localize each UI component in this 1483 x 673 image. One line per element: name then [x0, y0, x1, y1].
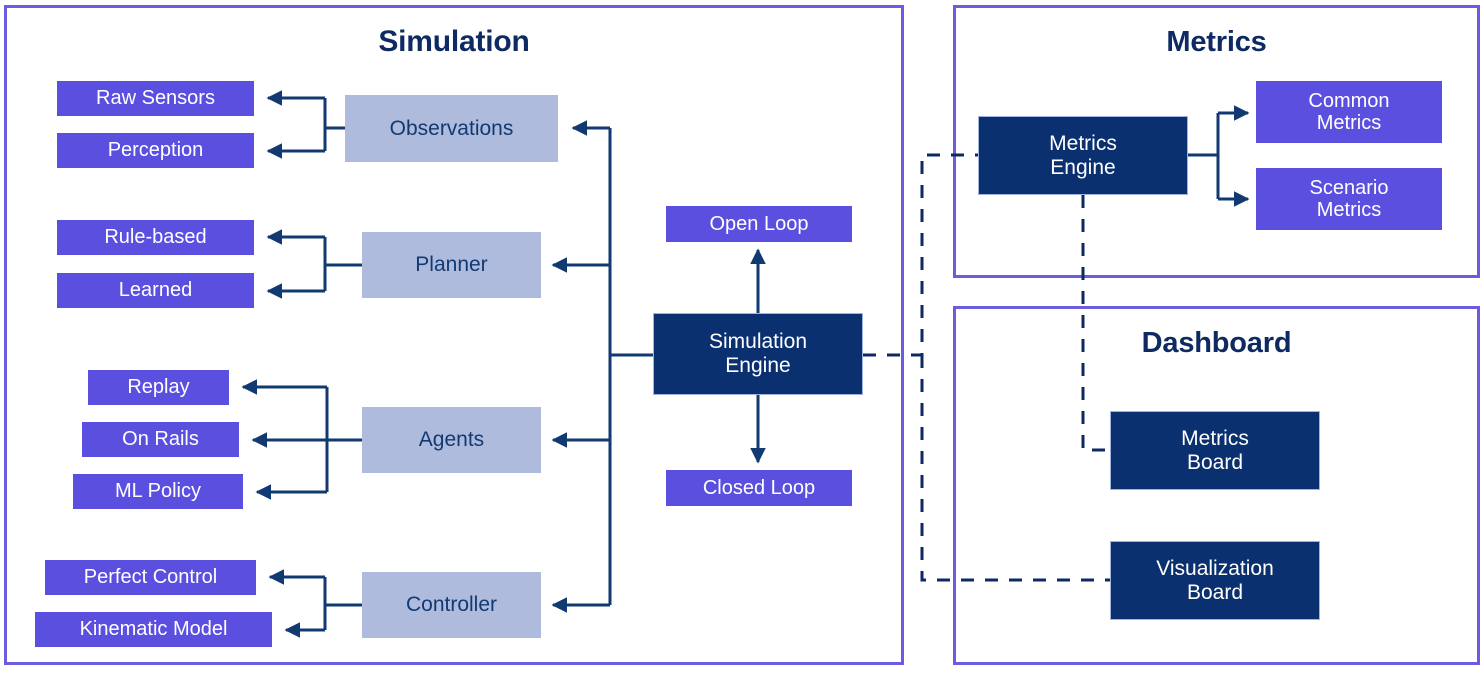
panel-metrics [953, 5, 1480, 278]
node-kinematic-model[interactable]: Kinematic Model [35, 612, 272, 647]
node-controller[interactable]: Controller [362, 572, 541, 638]
node-learned[interactable]: Learned [57, 273, 254, 308]
panel-title-metrics: Metrics [1166, 26, 1267, 58]
node-rule-based[interactable]: Rule-based [57, 220, 254, 255]
node-perception[interactable]: Perception [57, 133, 254, 168]
node-raw-sensors[interactable]: Raw Sensors [57, 81, 254, 116]
panel-title-simulation: Simulation [378, 25, 530, 58]
node-replay[interactable]: Replay [88, 370, 229, 405]
node-common-metrics[interactable]: Common Metrics [1256, 81, 1442, 143]
node-visualization-board[interactable]: Visualization Board [1110, 541, 1320, 620]
node-metrics-engine[interactable]: Metrics Engine [978, 116, 1188, 195]
node-planner[interactable]: Planner [362, 232, 541, 298]
node-perfect-control[interactable]: Perfect Control [45, 560, 256, 595]
node-on-rails[interactable]: On Rails [82, 422, 239, 457]
node-agents[interactable]: Agents [362, 407, 541, 473]
node-scenario-metrics[interactable]: Scenario Metrics [1256, 168, 1442, 230]
node-observations[interactable]: Observations [345, 95, 558, 162]
node-simulation-engine[interactable]: Simulation Engine [653, 313, 863, 395]
node-ml-policy[interactable]: ML Policy [73, 474, 243, 509]
node-open-loop[interactable]: Open Loop [666, 206, 852, 242]
node-closed-loop[interactable]: Closed Loop [666, 470, 852, 506]
panel-title-dashboard: Dashboard [1141, 327, 1292, 359]
node-metrics-board[interactable]: Metrics Board [1110, 411, 1320, 490]
